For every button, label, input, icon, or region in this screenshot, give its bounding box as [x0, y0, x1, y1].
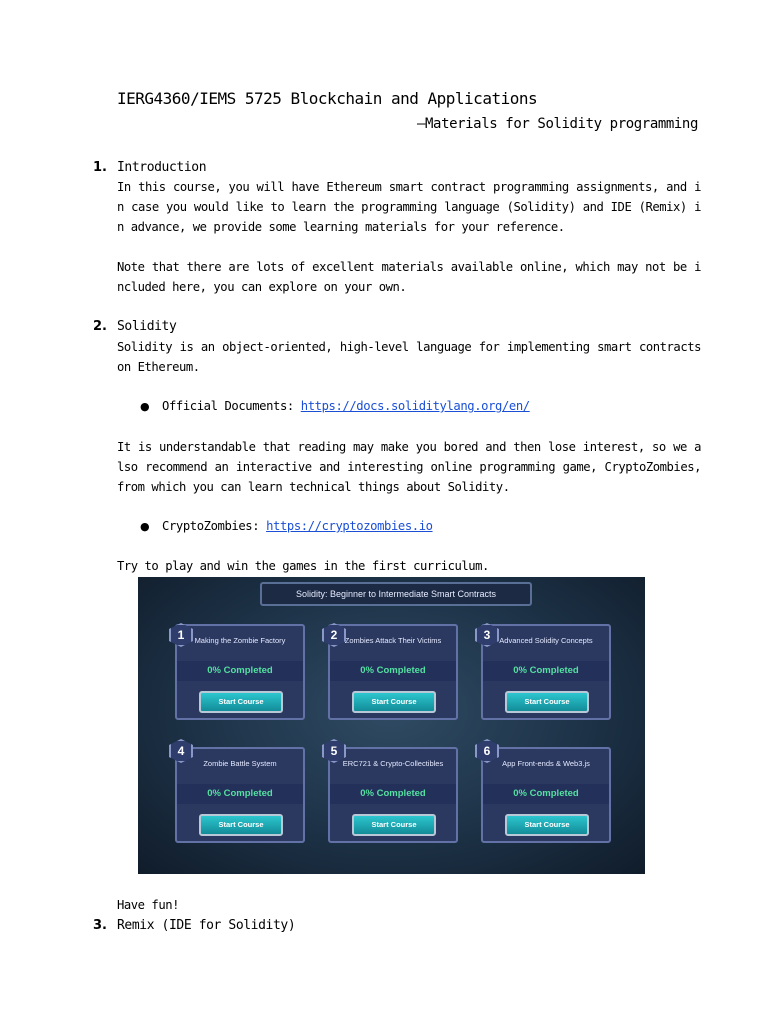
course-card-6: App Front-ends & Web3.js 0% Completed St… — [481, 747, 611, 843]
section-2-paragraph-4: Have fun! — [117, 898, 179, 912]
bullet-dot-icon: ● — [140, 400, 150, 413]
course-number-badge: 6 — [475, 739, 499, 763]
course-image-header: Solidity: Beginner to Intermediate Smart… — [260, 582, 532, 606]
section-3-number: 3. — [93, 918, 107, 933]
course-card-1: Making the Zombie Factory 0% Completed S… — [175, 624, 305, 720]
course-number-badge: 2 — [322, 623, 346, 647]
start-course-button: Start Course — [352, 691, 436, 713]
section-2-paragraph-2: It is understandable that reading may ma… — [117, 440, 701, 494]
course-card-band — [330, 661, 456, 681]
bullet-official-docs: ● Official Documents: https://docs.solidi… — [140, 399, 530, 413]
course-number-badge: 5 — [322, 739, 346, 763]
section-3-title: Remix (IDE for Solidity) — [117, 918, 296, 933]
start-course-button: Start Course — [199, 691, 283, 713]
course-card-name: ERC721 & Crypto-Collectibles — [342, 759, 444, 768]
official-docs-link[interactable]: https://docs.soliditylang.org/en/ — [300, 399, 530, 413]
section-1-number: 1. — [93, 160, 107, 175]
start-course-button: Start Course — [505, 691, 589, 713]
cryptozombies-course-image: Solidity: Beginner to Intermediate Smart… — [138, 577, 645, 874]
section-1-paragraph-2: Note that there are lots of excellent ma… — [117, 260, 701, 294]
course-card-5: ERC721 & Crypto-Collectibles 0% Complete… — [328, 747, 458, 843]
course-card-name: Zombie Battle System — [203, 759, 277, 768]
course-card-3: Advanced Solidity Concepts 0% Completed … — [481, 624, 611, 720]
section-2-number: 2. — [93, 319, 107, 334]
bullet-label: Official Documents: — [162, 399, 301, 413]
start-course-button: Start Course — [505, 814, 589, 836]
course-card-progress: 0% Completed — [513, 788, 579, 799]
course-card-name: Zombies Attack Their Victims — [344, 636, 442, 645]
course-card-name: Making the Zombie Factory — [194, 636, 286, 645]
section-1-paragraph-1: In this course, you will have Ethereum s… — [117, 180, 701, 234]
course-number-badge: 1 — [169, 623, 193, 647]
start-course-button: Start Course — [352, 814, 436, 836]
course-card-progress: 0% Completed — [207, 788, 273, 799]
document-subtitle: —Materials for Solidity programming — [416, 116, 698, 132]
bullet-dot-icon: ● — [140, 520, 150, 533]
section-2-paragraph-1: Solidity is an object-oriented, high-lev… — [117, 340, 701, 374]
course-card-band — [483, 661, 609, 681]
course-card-band — [177, 661, 303, 681]
document-title: IERG4360/IEMS 5725 Blockchain and Applic… — [117, 89, 538, 108]
course-card-band — [330, 784, 456, 804]
course-number-badge: 4 — [169, 739, 193, 763]
course-card-4: Zombie Battle System 0% Completed Start … — [175, 747, 305, 843]
course-card-progress: 0% Completed — [360, 788, 426, 799]
bullet-label: CryptoZombies: — [162, 519, 267, 533]
section-2-title: Solidity — [117, 319, 177, 334]
course-card-band — [177, 784, 303, 804]
section-2-paragraph-3: Try to play and win the games in the fir… — [117, 559, 489, 573]
course-number-badge: 3 — [475, 623, 499, 647]
section-1-title: Introduction — [117, 160, 207, 175]
course-card-name: Advanced Solidity Concepts — [499, 636, 593, 645]
course-card-band — [483, 784, 609, 804]
course-card-name: App Front-ends & Web3.js — [502, 759, 590, 768]
start-course-button: Start Course — [199, 814, 283, 836]
course-card-progress: 0% Completed — [207, 665, 273, 676]
course-card-progress: 0% Completed — [513, 665, 579, 676]
bullet-cryptozombies: ● CryptoZombies: https://cryptozombies.io — [140, 519, 433, 533]
cryptozombies-link[interactable]: https://cryptozombies.io — [266, 519, 433, 533]
course-card-progress: 0% Completed — [360, 665, 426, 676]
course-card-2: Zombies Attack Their Victims 0% Complete… — [328, 624, 458, 720]
